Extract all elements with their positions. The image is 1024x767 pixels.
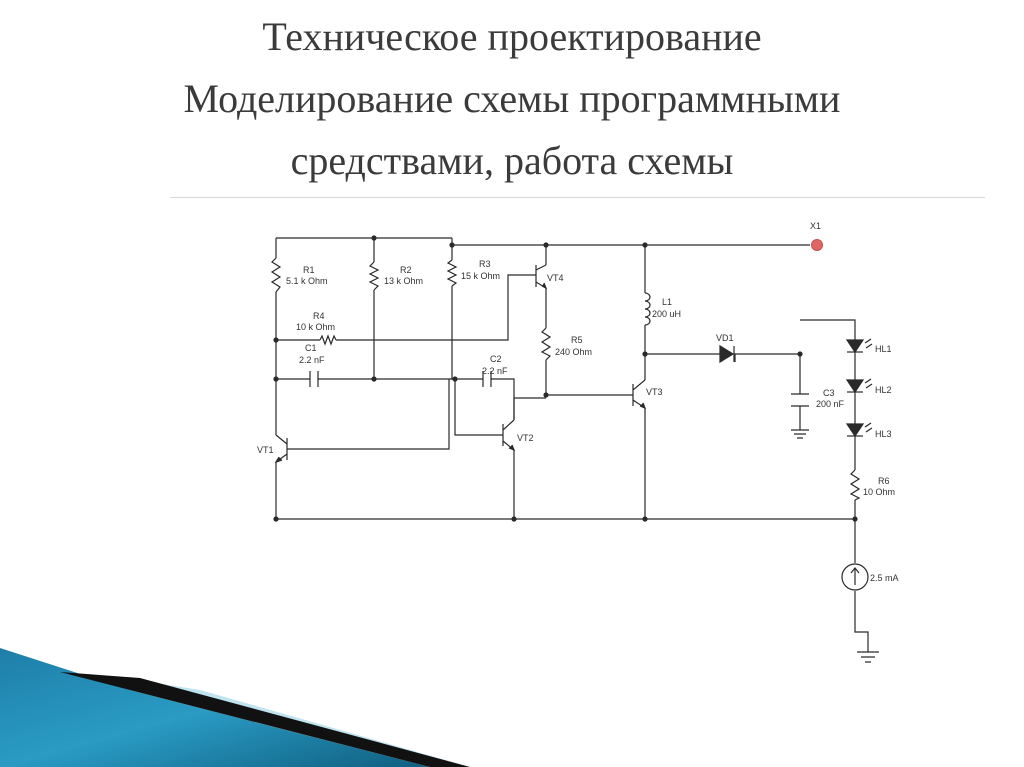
resistor-r3-symbol — [446, 259, 458, 287]
r1-ref: R1 — [303, 265, 315, 275]
vt4-ref: VT4 — [547, 273, 564, 283]
transistor-vt1-symbol — [274, 434, 297, 464]
transistor-vt4-symbol — [535, 264, 548, 290]
title-line-1: Техническое проектирование — [262, 14, 762, 59]
led-hl1-symbol — [845, 338, 873, 354]
hl2-ref: HL2 — [875, 385, 892, 395]
r3-ref: R3 — [479, 259, 491, 269]
c3-ref: C3 — [823, 388, 835, 398]
transistor-vt2-symbol — [497, 419, 516, 452]
components — [270, 257, 879, 663]
capacitor-c2-symbol — [482, 371, 492, 387]
resistor-r2-symbol — [368, 261, 380, 291]
terminal-x1 — [811, 239, 823, 251]
c1-value: 2.2 nF — [299, 355, 325, 365]
ground-main-symbol — [857, 651, 879, 663]
title-line-3: средствами, работа схемы — [290, 138, 734, 183]
c2-ref: C2 — [490, 354, 502, 364]
l1-value: 200 uH — [652, 309, 681, 319]
inductor-l1-symbol — [644, 292, 651, 326]
junction-dots — [273, 235, 858, 522]
title-divider — [170, 197, 985, 198]
vt2-ref: VT2 — [517, 433, 534, 443]
r5-value: 240 Ohm — [555, 347, 592, 357]
hl3-ref: HL3 — [875, 429, 892, 439]
hl1-ref: HL1 — [875, 344, 892, 354]
r6-value: 10 Ohm — [863, 487, 895, 497]
vt3-ref: VT3 — [646, 387, 663, 397]
current-source-symbol — [841, 563, 869, 591]
slide-title: Техническое проектирование Моделирование… — [60, 6, 964, 192]
c3-value: 200 nF — [816, 399, 845, 409]
l1-ref: L1 — [662, 297, 672, 307]
resistor-r5-symbol — [540, 327, 552, 361]
resistor-r1-symbol — [270, 257, 282, 293]
vd1-ref: VD1 — [716, 333, 734, 343]
diode-vd1-symbol — [719, 344, 735, 364]
led-hl3-symbol — [845, 422, 873, 438]
r1-value: 5.1 k Ohm — [286, 276, 328, 286]
r5-ref: R5 — [571, 335, 583, 345]
r4-ref: R4 — [313, 311, 325, 321]
vt1-ref: VT1 — [257, 445, 274, 455]
r6-ref: R6 — [878, 476, 890, 486]
c2-value: 2.2 nF — [482, 366, 508, 376]
resistor-r6-symbol — [849, 469, 861, 501]
r3-value: 15 k Ohm — [461, 271, 500, 281]
wires — [275, 237, 869, 652]
transistor-vt3-symbol — [630, 379, 647, 410]
c1-ref: C1 — [305, 343, 317, 353]
resistor-r4-symbol — [319, 334, 337, 346]
capacitor-c1-symbol — [309, 371, 319, 387]
title-line-2: Моделирование схемы программными — [183, 76, 841, 121]
x1-label: X1 — [810, 221, 821, 231]
r2-value: 13 k Ohm — [384, 276, 423, 286]
current-source-value: 2.5 mA — [870, 573, 899, 583]
r2-ref: R2 — [400, 265, 412, 275]
black-wedge — [60, 672, 470, 767]
capacitor-c3-symbol — [791, 393, 809, 407]
ground-c3-symbol — [791, 429, 809, 439]
blue-wedge — [0, 648, 430, 767]
r4-value: 10 k Ohm — [296, 322, 335, 332]
component-labels: X1 R1 5.1 k Ohm R2 13 k Ohm R3 15 k Ohm … — [257, 221, 899, 583]
led-hl2-symbol — [845, 378, 873, 394]
